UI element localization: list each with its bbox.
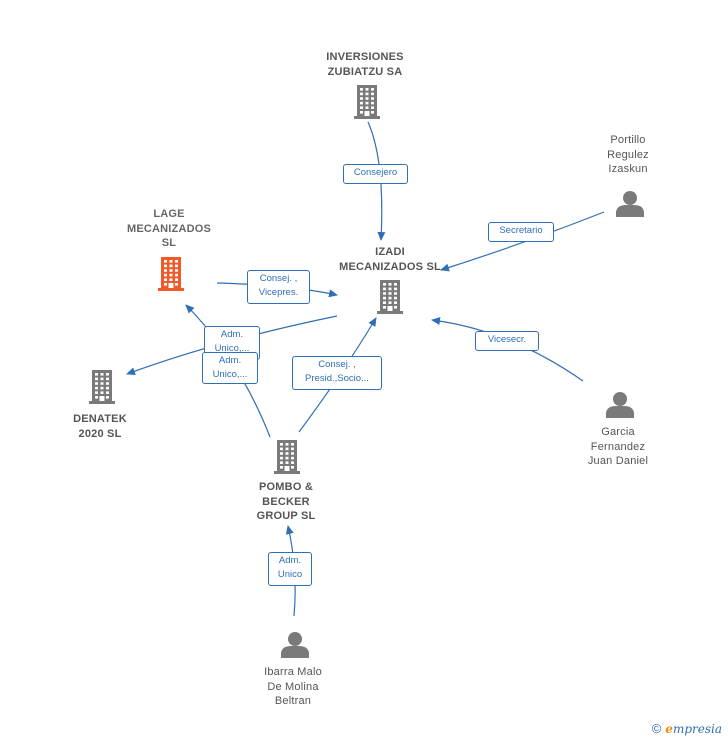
node-label-denatek[interactable]: DENATEK 2020 SL <box>73 413 127 440</box>
edge-portillo-to-izadi <box>440 211 605 272</box>
node-label-ibarra[interactable]: Ibarra Malo De Molina Beltran <box>264 666 322 707</box>
brand-logo-e: e <box>665 722 673 736</box>
node-label-garcia[interactable]: Garcia Fernandez Juan Daniel <box>587 426 649 467</box>
edge-label-inversiones-izadi[interactable]: Consejero <box>343 164 408 184</box>
edge-label-portillo-izadi[interactable]: Secretario <box>488 222 554 242</box>
brand-logo-text: mpresia <box>672 722 722 736</box>
building-icon-izadi[interactable] <box>377 280 403 314</box>
brand-watermark[interactable]: ©empresia <box>652 721 722 736</box>
building-icon-pombo[interactable] <box>274 440 300 474</box>
person-icon-portillo[interactable] <box>616 191 644 217</box>
edge-label-ibarra-pombo[interactable]: Adm. Unico <box>268 552 312 586</box>
node-label-pombo[interactable]: POMBO & BECKER GROUP SL <box>256 481 316 522</box>
edge-label-lage-izadi[interactable]: Consej. , Vicepres. <box>247 270 310 304</box>
person-icon-ibarra[interactable] <box>281 632 309 658</box>
edge-label-garcia-izadi[interactable]: Vicesecr. <box>475 331 539 351</box>
copyright-symbol: © <box>651 721 662 736</box>
building-icon-lage[interactable] <box>158 257 184 291</box>
node-label-izadi[interactable]: IZADI MECANIZADOS SL <box>339 246 441 273</box>
node-label-inversiones[interactable]: INVERSIONES ZUBIATZU SA <box>326 51 404 78</box>
person-icon-garcia[interactable] <box>606 392 634 418</box>
edge-label-pombo-lage[interactable]: Adm. Unico,... <box>202 352 258 384</box>
node-label-portillo[interactable]: Portillo Regulez Izaskun <box>607 134 649 175</box>
building-icon-denatek[interactable] <box>89 370 115 404</box>
edge-label-pombo-izadi[interactable]: Consej. , Presid.,Socio... <box>292 356 382 390</box>
building-icon-inversiones[interactable] <box>354 85 380 119</box>
node-label-lage[interactable]: LAGE MECANIZADOS SL <box>126 208 212 249</box>
